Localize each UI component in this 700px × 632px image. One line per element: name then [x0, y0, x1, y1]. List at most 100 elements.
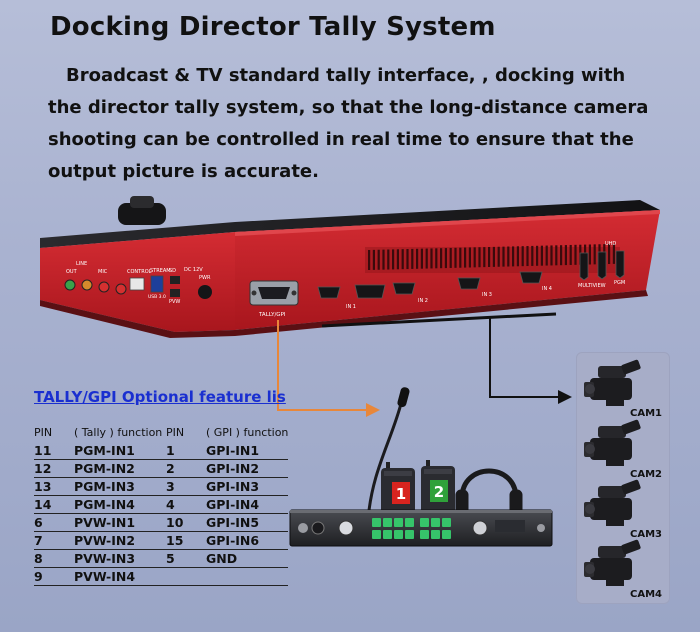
table-header-pin: PIN	[166, 426, 185, 439]
table-cell: 3	[166, 477, 206, 496]
table-cell: 9	[34, 567, 74, 586]
pgm-label: PGM	[614, 280, 625, 286]
table-cell: 8	[34, 549, 74, 568]
table-cell: PVW-IN1	[74, 513, 166, 532]
feature-list-title[interactable]: TALLY/GPI Optional feature lis	[34, 388, 286, 406]
table-cell: 15	[166, 531, 206, 550]
switcher-device: OUT MIC LINE CONTROL STREAM USB 3.0 SD P…	[40, 196, 660, 338]
rack-button	[431, 518, 440, 527]
pvw-port	[170, 289, 180, 297]
rack-button	[431, 530, 440, 539]
audio-jack-group	[64, 279, 127, 295]
table-cell: 5	[166, 549, 206, 568]
camera-connection-line	[489, 318, 560, 398]
vent-grille	[365, 243, 620, 273]
table-cell: GPI-IN2	[206, 459, 289, 478]
stream-label: STREAM	[150, 268, 171, 274]
table-cell: 14	[34, 495, 74, 514]
rack-button	[405, 518, 414, 527]
hdmi-outputs	[579, 250, 625, 281]
sd-port	[170, 276, 180, 284]
rack-button	[442, 518, 451, 527]
table-cell: 7	[34, 531, 74, 550]
video-camera-icon	[584, 359, 641, 406]
table-cell: 11	[34, 442, 74, 460]
power-label: PWR	[199, 275, 211, 281]
rack-button	[420, 530, 429, 539]
rack-button	[372, 530, 381, 539]
table-cell: GND	[206, 549, 289, 568]
rack-button	[383, 518, 392, 527]
table-cell: PGM-IN3	[74, 477, 166, 496]
dc-label: DC 12V	[184, 267, 203, 273]
table-cell: 1	[166, 442, 206, 460]
rack-button	[405, 530, 414, 539]
table-cell: PGM-IN4	[74, 495, 166, 514]
camera-label: CAM1	[630, 408, 662, 419]
power-connector	[198, 285, 212, 299]
tally-port-label: TALLY/GPI	[258, 312, 286, 318]
arrow-right-icon	[366, 403, 380, 417]
tally-connection-line	[277, 320, 368, 411]
beltpack-1	[381, 462, 415, 516]
intercom-station: 1 2	[289, 387, 553, 547]
in4-label: IN 4	[542, 286, 552, 292]
table-header-pin: PIN	[34, 426, 53, 439]
camera-label: CAM4	[630, 589, 662, 600]
microphone-icon	[397, 387, 410, 408]
rack-button	[394, 530, 403, 539]
table-cell: PGM-IN2	[74, 459, 166, 478]
video-camera-icon	[584, 419, 641, 466]
headphones-icon	[455, 468, 523, 515]
video-camera-icon	[584, 479, 641, 526]
table-header-gpi-function: ( GPI ) function	[206, 426, 289, 439]
table-cell: 10	[166, 513, 206, 532]
table-cell	[166, 567, 206, 586]
xlr-connector	[338, 520, 354, 536]
video-camera-icon	[584, 539, 641, 586]
camera-label: CAM3	[630, 529, 662, 540]
table-cell: 2	[166, 459, 206, 478]
rack-button	[372, 518, 381, 527]
table-cell: GPI-IN5	[206, 513, 289, 532]
joystick-icon	[118, 203, 166, 225]
table-cell: 13	[34, 477, 74, 496]
usb-label: USB 3.0	[148, 294, 166, 300]
rack-button	[420, 518, 429, 527]
rack-button	[383, 530, 392, 539]
rack-button	[442, 530, 451, 539]
description-text: Broadcast & TV standard tally interface,…	[48, 65, 649, 182]
table-cell: PVW-IN3	[74, 549, 166, 568]
table-header-tally-function: ( Tally ) function	[74, 426, 163, 439]
table-cell: GPI-IN4	[206, 495, 289, 514]
out-label: OUT	[66, 269, 78, 275]
table-cell: PVW-IN2	[74, 531, 166, 550]
beltpack-2	[421, 460, 455, 514]
signal-bar	[321, 312, 557, 328]
pvw-label: PVW	[169, 299, 180, 305]
in1-label: IN 1	[346, 304, 356, 310]
table-cell	[206, 567, 289, 586]
hdmi-inputs	[317, 271, 543, 299]
table-cell: GPI-IN1	[206, 442, 289, 460]
camera-label: CAM2	[630, 469, 662, 480]
pin-function-table: PIN ( Tally ) function PIN ( GPI ) funct…	[34, 426, 289, 586]
in2-label: IN 2	[418, 298, 428, 304]
table-cell: PGM-IN1	[74, 442, 166, 460]
tally-badge-1: 1	[396, 485, 406, 503]
table-cell: GPI-IN6	[206, 531, 289, 550]
mic-label: MIC	[98, 269, 108, 275]
arrow-right-icon	[558, 390, 572, 404]
usb-port	[150, 275, 164, 293]
control-label: CONTROL	[127, 269, 152, 275]
table-cell: 12	[34, 459, 74, 478]
sd-label: SD	[169, 268, 176, 274]
